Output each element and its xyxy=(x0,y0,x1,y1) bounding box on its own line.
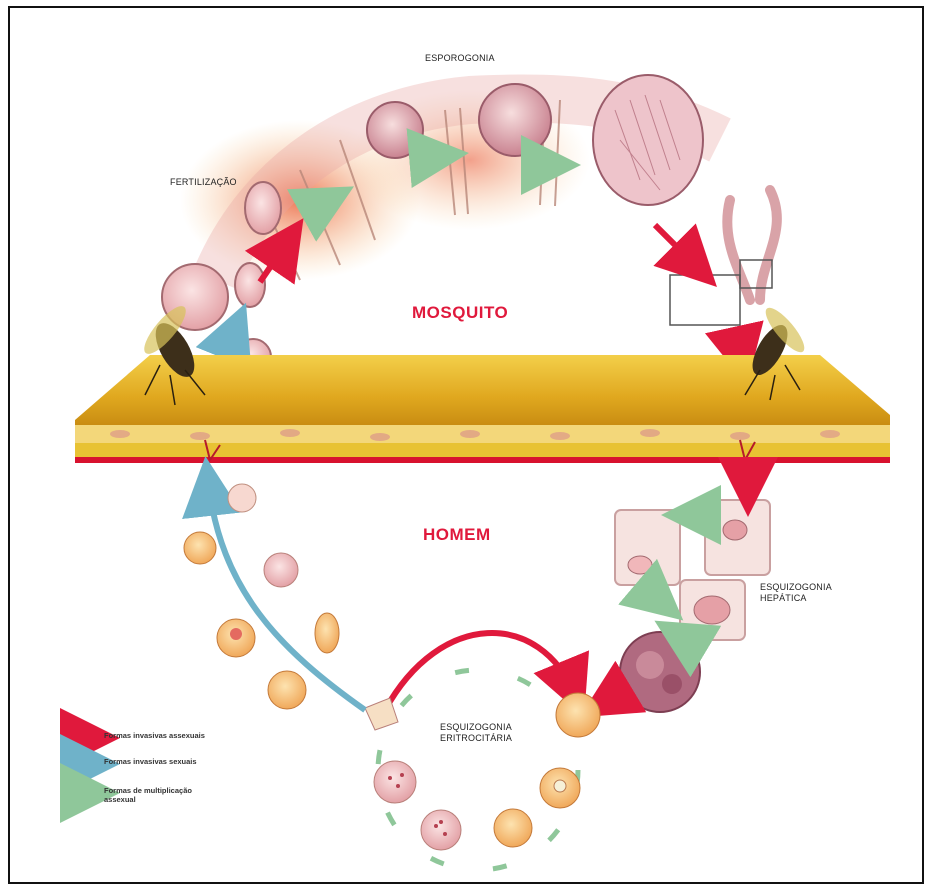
ruptured-rbc xyxy=(365,698,398,730)
legend-item-sexual-invasive: Formas invasivas sexuais xyxy=(70,757,240,777)
legend-label-line2: assexual xyxy=(104,795,244,804)
label-fertilizacao: FERTILIZAÇÃO xyxy=(170,177,237,188)
salivary-gland xyxy=(727,190,777,300)
skin-layer xyxy=(75,355,890,463)
rbc-left xyxy=(374,761,416,803)
label-esquizogonia-hepatica-line1: ESQUIZOGONIA xyxy=(760,582,832,593)
green-arrow-oocyst-2 xyxy=(410,155,445,158)
mature-oocyst xyxy=(479,84,551,156)
legend-item-asexual-invasive: Formas invasivas assexuais xyxy=(70,731,240,751)
red-arrow-sporozoite xyxy=(655,225,700,270)
label-mosquito: MOSQUITO xyxy=(412,303,508,323)
label-esquizogonia-hepatica-line2: HEPÁTICA xyxy=(760,593,832,604)
label-esquizogonia-eritrocitaria: ESQUIZOGONIA ERITROCITÁRIA xyxy=(440,722,512,744)
young-oocyst xyxy=(367,102,423,158)
label-homem: HOMEM xyxy=(423,525,491,545)
ookinete-cell xyxy=(245,182,281,234)
rbc-bottom-right xyxy=(494,809,532,847)
zoom-box xyxy=(670,275,740,325)
gametocyte-path xyxy=(184,480,365,710)
label-esquizogonia-hepatica: ESQUIZOGONIA HEPÁTICA xyxy=(760,582,832,604)
label-esquizogonia-eritrocitaria-line1: ESQUIZOGONIA xyxy=(440,722,512,733)
rbc-top-right xyxy=(556,693,600,737)
erythrocytic-cycle xyxy=(365,633,600,870)
hepatic-schizogony xyxy=(600,465,770,712)
red-arc-arrow xyxy=(385,633,575,710)
legend-label: Formas de multiplicação assexual xyxy=(104,786,244,804)
ookinete-elongated xyxy=(235,263,265,307)
label-esquizogonia-eritrocitaria-line2: ERITROCITÁRIA xyxy=(440,733,512,744)
legend-label: Formas invasivas sexuais xyxy=(104,757,244,766)
label-esporogonia: ESPOROGONIA xyxy=(425,53,495,64)
legend-item-asexual-multiplication: Formas de multiplicação assexual xyxy=(70,786,240,810)
hepatocyte-1 xyxy=(615,510,680,585)
rbc-bottom xyxy=(421,810,461,850)
green-arrow-liver-2 xyxy=(645,588,665,605)
red-arrow-merozoite xyxy=(600,690,625,705)
legend-label-line1: Formas de multiplicação xyxy=(104,786,244,795)
legend-label: Formas invasivas assexuais xyxy=(104,731,244,740)
sporozoite-oocyst xyxy=(593,75,703,205)
